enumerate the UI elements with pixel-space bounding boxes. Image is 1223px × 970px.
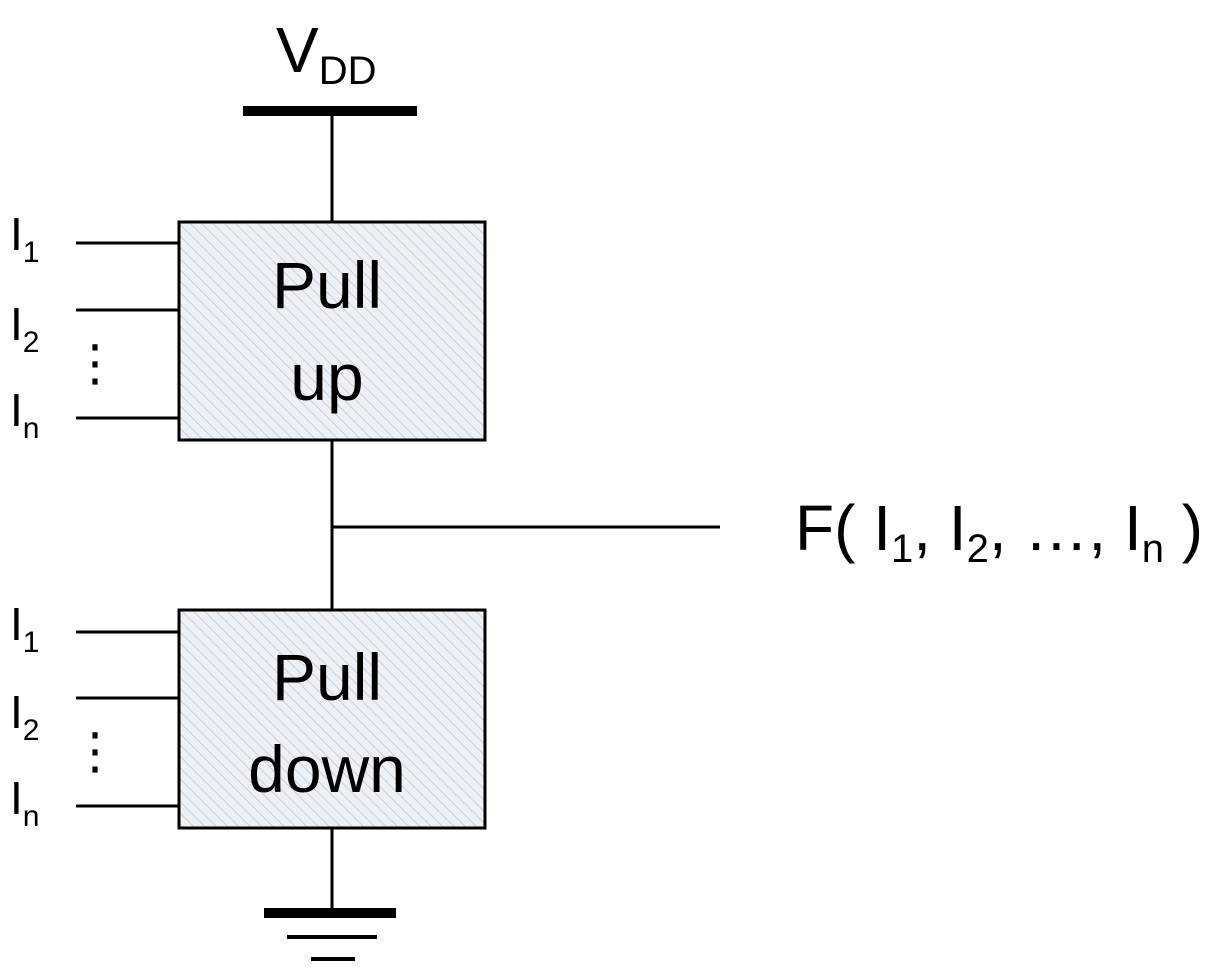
pull-up-block: Pull up (177, 220, 487, 442)
pull-up-label-line2: up (290, 340, 363, 414)
ground-icon (264, 908, 396, 961)
output-function-label: F( I1, I2, …, In ) (795, 492, 1203, 571)
pull-down-input-label-1: I1 (10, 598, 39, 659)
pull-up-box (177, 220, 487, 442)
pull-up-input-label-1: I1 (10, 208, 39, 269)
pull-up-inputs: I1 I2 In ⋮ (10, 208, 179, 445)
pull-up-input-label-n: In (10, 384, 39, 445)
pull-down-inputs: I1 I2 In ⋮ (10, 598, 179, 833)
pull-up-input-label-2: I2 (10, 298, 39, 359)
pull-down-input-label-2: I2 (10, 686, 39, 747)
pull-down-ellipsis: ⋮ (70, 723, 120, 779)
pull-down-label-line1: Pull (272, 640, 382, 714)
pull-down-input-label-n: In (10, 772, 39, 833)
pull-down-label-line2: down (248, 732, 406, 806)
pull-down-block: Pull down (177, 608, 487, 830)
pull-down-box (177, 608, 487, 830)
pull-up-label-line1: Pull (272, 248, 382, 322)
pull-up-ellipsis: ⋮ (70, 335, 120, 391)
vdd-label: VDD (276, 14, 376, 93)
